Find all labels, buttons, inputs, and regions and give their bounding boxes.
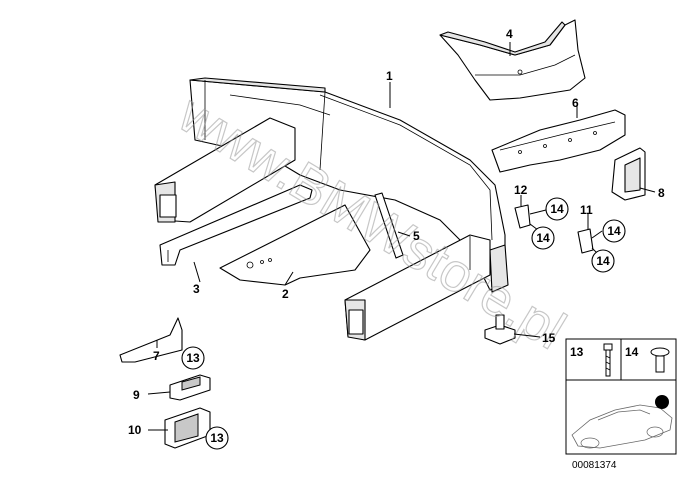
part-2-plate[interactable] xyxy=(219,204,371,286)
circled-ref-14-c[interactable]: 14 xyxy=(602,219,626,243)
callouts: 1 2 3 4 5 6 7 8 9 10 11 12 15 xyxy=(128,27,665,437)
part-10-block[interactable] xyxy=(164,407,211,449)
svg-text:14: 14 xyxy=(536,231,550,245)
part-15-fastener[interactable] xyxy=(484,314,516,345)
bolt-icon xyxy=(603,343,613,377)
legend-label-14: 14 xyxy=(625,345,639,359)
screw-icon xyxy=(650,347,670,373)
part-6-strip[interactable] xyxy=(491,109,626,173)
svg-text:14: 14 xyxy=(596,254,610,268)
callout-1[interactable]: 1 xyxy=(386,69,393,83)
callout-12[interactable]: 12 xyxy=(514,183,528,197)
circled-ref-14-a[interactable]: 14 xyxy=(545,197,569,221)
legend-label-13: 13 xyxy=(570,345,584,359)
svg-text:14: 14 xyxy=(550,202,564,216)
callout-11[interactable]: 11 xyxy=(580,203,593,217)
catalog-number: 00081374 xyxy=(572,460,617,471)
svg-text:13: 13 xyxy=(210,431,224,445)
callout-8[interactable]: 8 xyxy=(658,186,665,200)
part-3-bracket[interactable] xyxy=(159,184,313,266)
circled-references: 14 14 14 14 13 13 xyxy=(181,197,626,450)
car-icon xyxy=(571,395,673,449)
part-12-plate[interactable] xyxy=(514,204,531,229)
part-8-bracket[interactable] xyxy=(611,147,646,201)
part-4-wheel-arch[interactable] xyxy=(439,19,586,101)
svg-text:14: 14 xyxy=(607,224,621,238)
callout-10[interactable]: 10 xyxy=(128,423,142,437)
callout-3[interactable]: 3 xyxy=(193,282,200,296)
legend-box: 13 14 xyxy=(565,338,677,455)
callout-5[interactable]: 5 xyxy=(413,229,420,243)
circled-ref-13-b[interactable]: 13 xyxy=(205,426,229,450)
callout-6[interactable]: 6 xyxy=(572,96,579,110)
part-11-plate[interactable] xyxy=(577,228,594,254)
callout-15[interactable]: 15 xyxy=(542,331,556,345)
circled-ref-14-b[interactable]: 14 xyxy=(531,226,555,250)
callout-9[interactable]: 9 xyxy=(133,388,140,402)
part-5-rod[interactable] xyxy=(374,192,404,259)
svg-text:13: 13 xyxy=(186,351,200,365)
part-1-frame-rail[interactable] xyxy=(154,77,509,341)
callout-7[interactable]: 7 xyxy=(153,349,160,363)
circled-ref-13-a[interactable]: 13 xyxy=(181,346,205,370)
part-7-bracket[interactable] xyxy=(119,317,183,363)
callout-4[interactable]: 4 xyxy=(506,27,513,41)
callout-2[interactable]: 2 xyxy=(282,287,289,301)
circled-ref-14-d[interactable]: 14 xyxy=(591,249,615,273)
part-9-clip[interactable] xyxy=(169,374,211,401)
